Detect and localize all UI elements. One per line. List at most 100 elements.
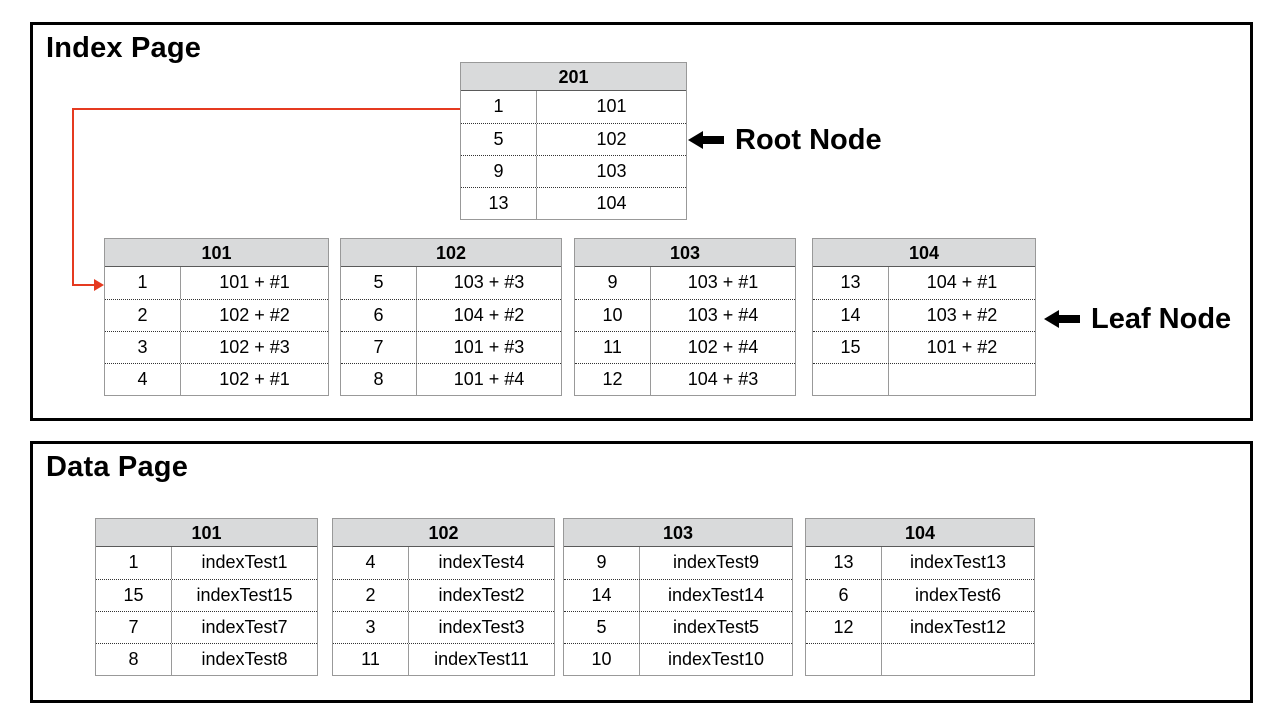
table-row: 13 indexTest13 [806, 547, 1034, 579]
value-cell: 102 + #1 [180, 364, 328, 395]
value-cell: 101 + #3 [416, 332, 561, 363]
key-cell: 15 [840, 337, 861, 357]
table-header: 103 [564, 519, 792, 547]
value-cell: 103 [536, 156, 686, 187]
value-cell: 103 + #2 [888, 300, 1035, 331]
table-header: 101 [96, 519, 317, 547]
key-cell: 1 [137, 272, 148, 292]
key-cell: 8 [128, 649, 139, 669]
key-cell: 7 [128, 617, 139, 637]
table-header: 102 [333, 519, 554, 547]
key-cell: 12 [602, 369, 623, 389]
root-node-label: Root Node [688, 121, 882, 159]
table-row: 14 indexTest14 [564, 579, 792, 611]
table-row: 7 indexTest7 [96, 611, 317, 643]
value-cell: indexTest9 [639, 547, 792, 579]
value-cell: indexTest2 [408, 580, 554, 611]
key-cell: 13 [833, 552, 854, 572]
value-cell: 102 [536, 124, 686, 155]
leaf-node-label: Leaf Node [1044, 300, 1231, 338]
table-row: 13 104 [461, 187, 686, 219]
key-cell: 7 [373, 337, 384, 357]
table-row: 1 101 + #1 [105, 267, 328, 299]
leaf-node-label-text: Leaf Node [1091, 302, 1232, 335]
table-header: 103 [575, 239, 795, 267]
value-cell: 101 [536, 91, 686, 123]
value-cell: 104 [536, 188, 686, 219]
key-cell: 6 [838, 585, 849, 605]
key-cell: 2 [365, 585, 376, 605]
key-cell: 9 [493, 161, 504, 181]
value-cell: indexTest14 [639, 580, 792, 611]
value-cell: indexTest12 [881, 612, 1034, 643]
key-cell: 4 [137, 369, 148, 389]
key-cell: 10 [591, 649, 612, 669]
table-row: 4 102 + #1 [105, 363, 328, 395]
value-cell: indexTest7 [171, 612, 317, 643]
value-cell: indexTest6 [881, 580, 1034, 611]
table-row: 7 101 + #3 [341, 331, 561, 363]
value-cell [888, 364, 1035, 395]
key-cell: 11 [361, 649, 380, 669]
key-cell: 13 [488, 193, 509, 213]
value-cell: 101 + #1 [180, 267, 328, 299]
left-arrow-icon [1044, 308, 1080, 330]
key-cell: 9 [607, 272, 618, 292]
key-cell: 1 [128, 552, 139, 572]
table-row: 10 indexTest10 [564, 643, 792, 675]
key-cell [813, 364, 888, 395]
value-cell: indexTest13 [881, 547, 1034, 579]
table-row: 5 102 [461, 123, 686, 155]
value-cell: 103 + #4 [650, 300, 795, 331]
value-cell: 103 + #3 [416, 267, 561, 299]
data-page-title: Data Page [46, 451, 189, 483]
key-cell: 5 [373, 272, 384, 292]
value-cell: indexTest15 [171, 580, 317, 611]
table-row [813, 363, 1035, 395]
table-header: 201 [461, 63, 686, 91]
key-cell: 3 [137, 337, 148, 357]
table-header: 104 [813, 239, 1035, 267]
value-cell: indexTest11 [408, 644, 554, 675]
table-row: 9 103 [461, 155, 686, 187]
key-cell: 13 [840, 272, 861, 292]
value-cell: 104 + #2 [416, 300, 561, 331]
key-cell [806, 644, 881, 675]
key-cell: 8 [373, 369, 384, 389]
value-cell [881, 644, 1034, 675]
table-header: 102 [341, 239, 561, 267]
key-cell: 14 [591, 585, 612, 605]
value-cell: indexTest5 [639, 612, 792, 643]
value-cell: indexTest10 [639, 644, 792, 675]
key-cell: 10 [602, 305, 623, 325]
key-cell: 5 [493, 129, 504, 149]
table-row: 2 indexTest2 [333, 579, 554, 611]
table-row: 6 indexTest6 [806, 579, 1034, 611]
table-row: 10 103 + #4 [575, 299, 795, 331]
